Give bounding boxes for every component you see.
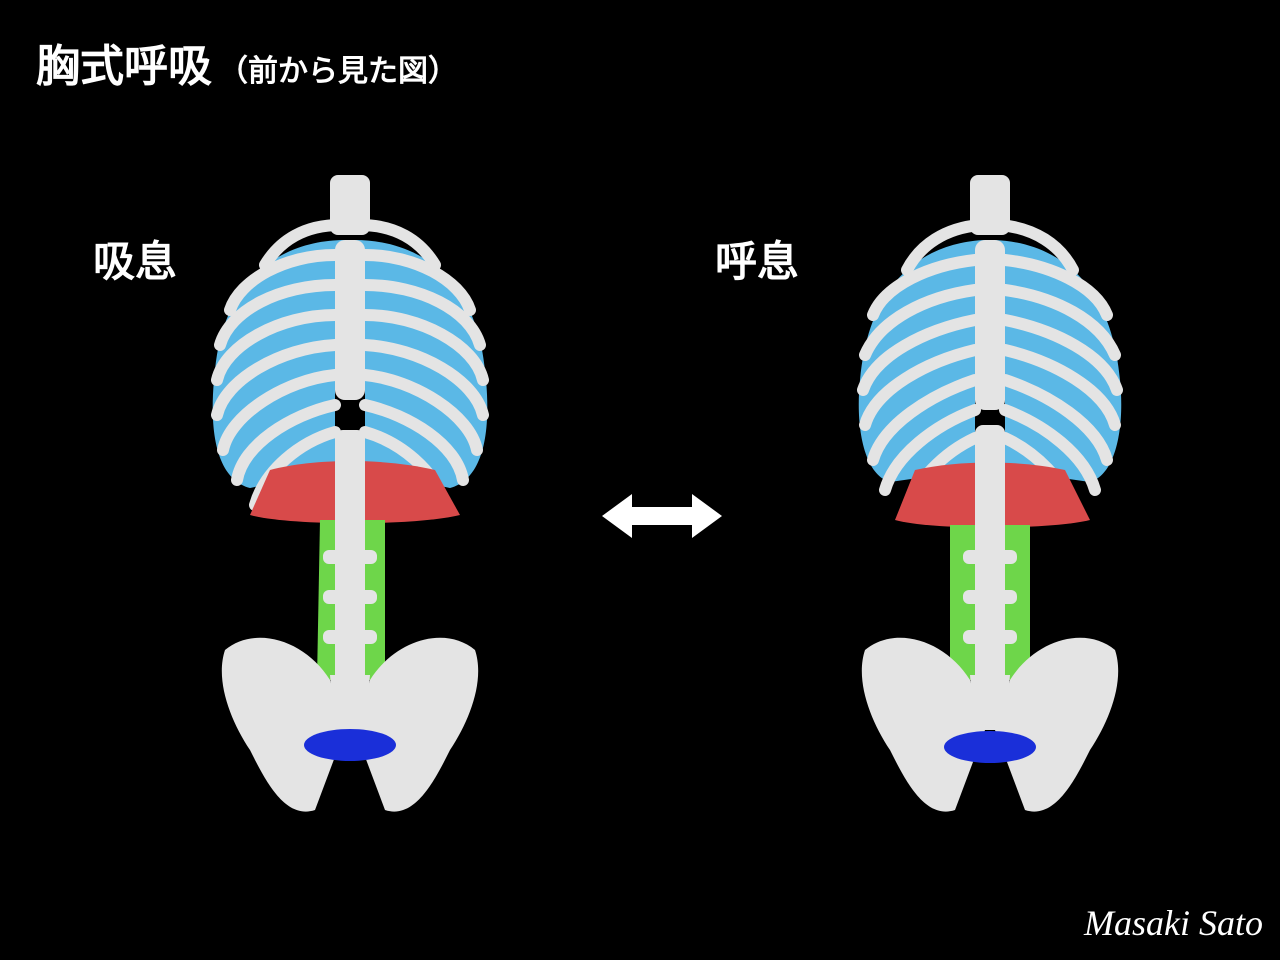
pelvic-floor [944,731,1036,763]
pelvis [861,637,1119,812]
inhale-torso-illustration [211,175,489,812]
spine [323,175,377,690]
spine [963,175,1017,690]
author-credit: Masaki Sato [1084,903,1263,943]
rib-cage [211,219,489,511]
title-main: 胸式呼吸 [36,41,212,92]
double-headed-arrow-icon [602,494,722,538]
page-title: 胸式呼吸（前から見た図） [36,30,458,94]
exhale-torso-illustration [857,175,1123,812]
title-subtitle: （前から見た図） [218,54,458,89]
rib-cage [857,219,1123,521]
inhale-label: 吸息 [93,237,178,286]
exhale-label: 呼息 [715,237,800,286]
pelvic-floor [304,729,396,761]
pelvis [221,637,479,812]
